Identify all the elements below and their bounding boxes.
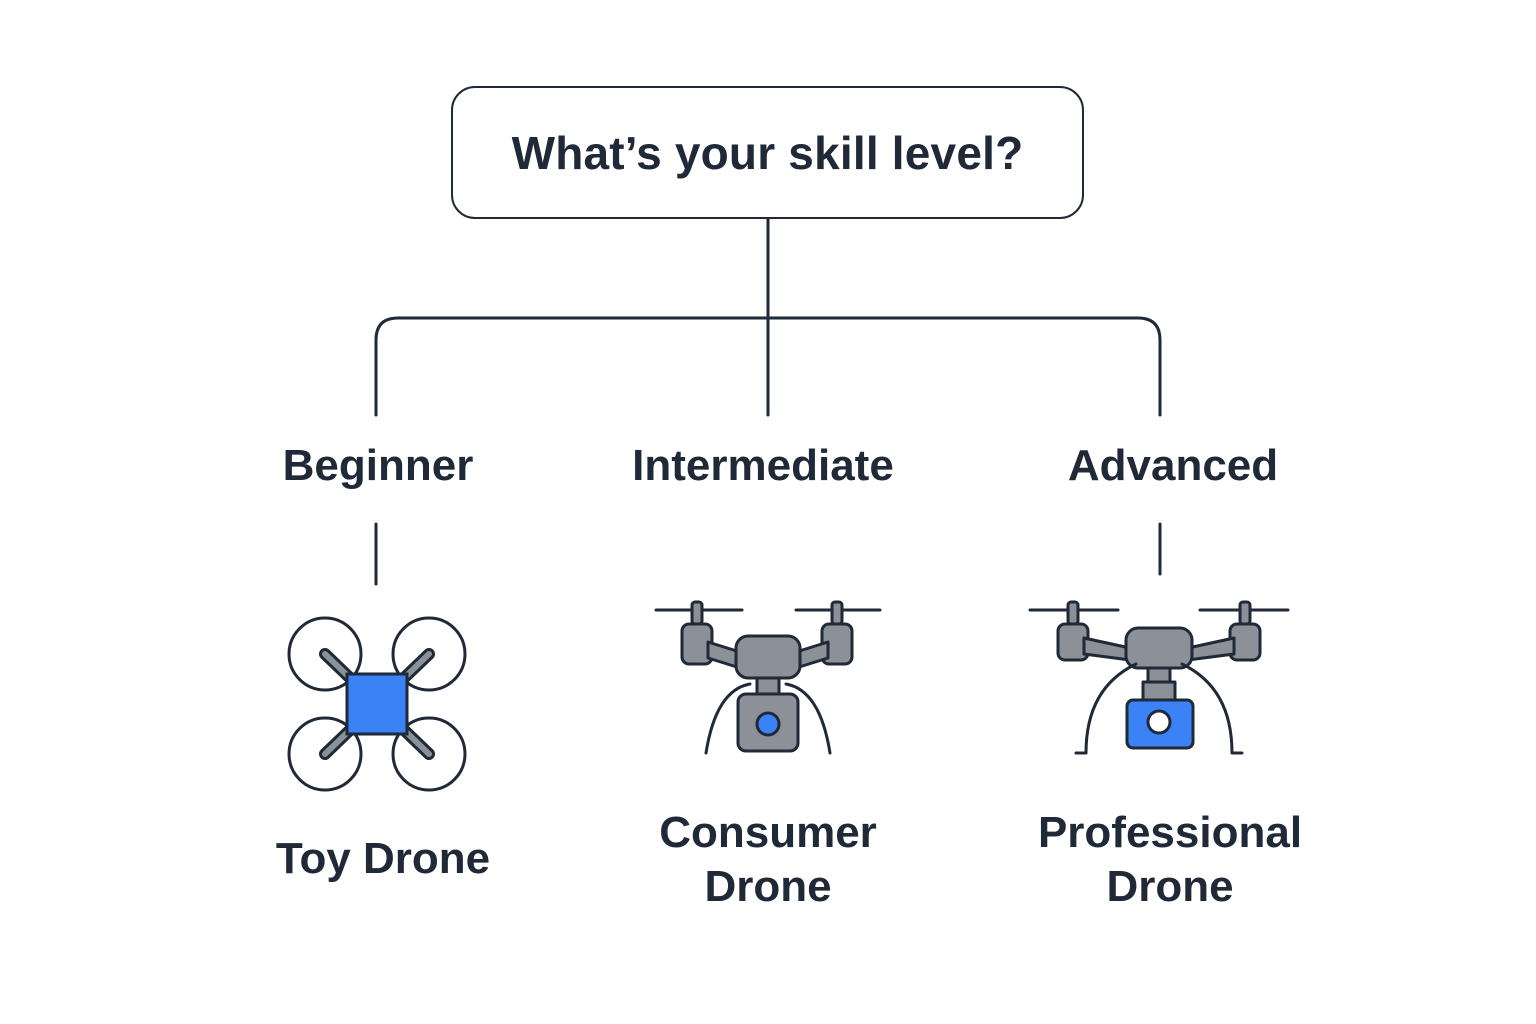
drone-label-toy: Toy Drone [203, 832, 563, 886]
drone-label-toy-line-1: Toy Drone [275, 834, 491, 883]
question-node: What’s your skill level? [451, 86, 1084, 219]
drone-label-professional-line-2: Drone [1106, 862, 1234, 911]
consumer-drone-icon [654, 600, 882, 755]
level-label-advanced: Advanced [1067, 441, 1279, 490]
toy-drone-icon [287, 616, 467, 792]
question-text: What’s your skill level? [511, 126, 1024, 179]
drone-label-consumer-line-1: Consumer [659, 808, 877, 857]
drone-label-consumer: Consumer Drone [588, 806, 948, 914]
drone-label-consumer-line-2: Drone [704, 862, 832, 911]
professional-drone-icon [1028, 600, 1290, 755]
drone-label-professional-line-1: Professional [1037, 808, 1303, 857]
level-label-beginner: Beginner [282, 441, 474, 490]
drone-label-professional: Professional Drone [990, 806, 1350, 914]
level-label-intermediate: Intermediate [632, 441, 894, 490]
connector-branch [374, 316, 1162, 417]
